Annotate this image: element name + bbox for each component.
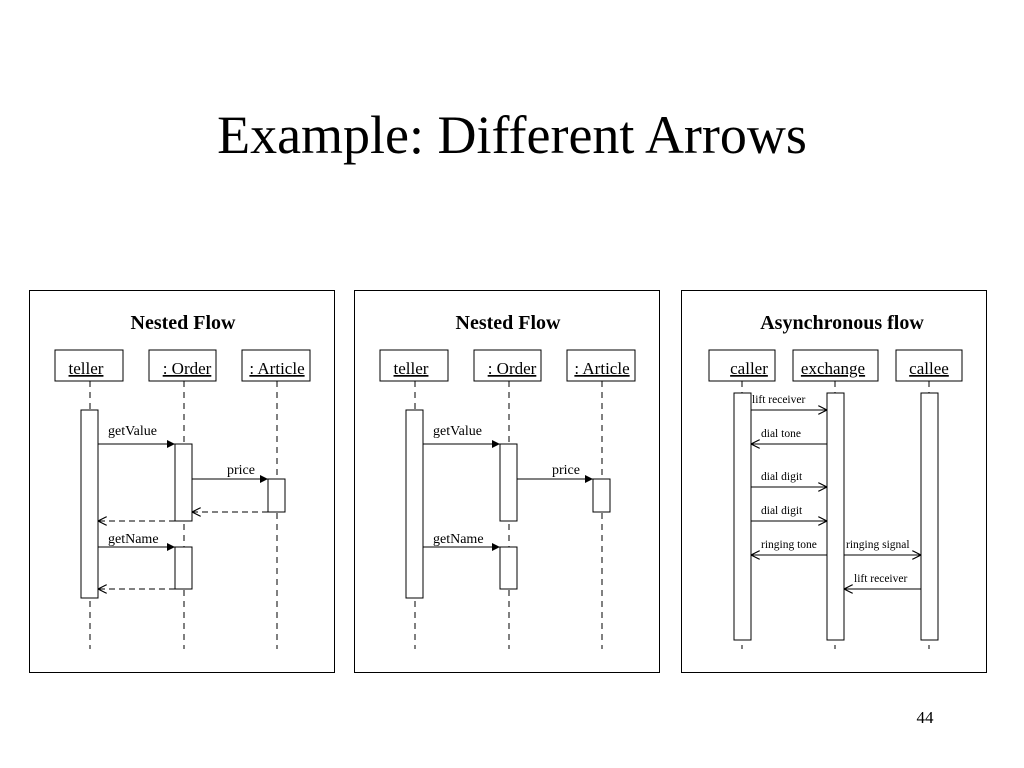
panel-title: Nested Flow xyxy=(131,312,237,334)
message-label-getname: getName xyxy=(108,532,159,547)
message-label-dial-digit: dial digit xyxy=(761,471,803,483)
diagram-panel-nested-flow-returns: Nested Flow teller : Order : Article get… xyxy=(29,290,335,673)
panel-title: Asynchronous flow xyxy=(760,312,924,334)
activation-order xyxy=(174,443,193,522)
object-box-teller xyxy=(379,349,449,382)
activation-article xyxy=(267,478,286,513)
message-label-ringing-tone: ringing tone xyxy=(761,539,817,551)
panel-title: Nested Flow xyxy=(456,312,562,334)
diagram-panel-nested-flow: Nested Flow teller : Order : Article get… xyxy=(354,290,660,673)
message-label-price: price xyxy=(227,463,255,478)
activation-order-2 xyxy=(499,546,518,590)
object-box-exchange xyxy=(792,349,879,382)
activation-caller xyxy=(733,392,752,641)
object-label-callee: callee xyxy=(909,359,949,378)
message-label-getvalue: getValue xyxy=(108,424,157,439)
diagram-panel-asynchronous-flow: Asynchronous flow caller exchange callee… xyxy=(681,290,987,673)
object-label-order: : Order xyxy=(488,359,537,378)
object-label-order: : Order xyxy=(163,359,212,378)
activation-callee xyxy=(920,392,939,641)
object-label-exchange: exchange xyxy=(801,359,865,378)
message-label-lift-receiver-2: lift receiver xyxy=(854,573,907,585)
object-label-teller: teller xyxy=(69,359,104,378)
object-box-teller xyxy=(54,349,124,382)
activation-teller xyxy=(405,409,424,599)
object-box-caller xyxy=(708,349,776,382)
message-label-lift-receiver: lift receiver xyxy=(752,394,805,406)
message-label-dial-digit-2: dial digit xyxy=(761,505,803,517)
object-label-article: : Article xyxy=(249,359,304,378)
message-label-dial-tone: dial tone xyxy=(761,428,801,440)
object-box-callee xyxy=(895,349,963,382)
object-label-article: : Article xyxy=(574,359,629,378)
object-label-teller: teller xyxy=(394,359,429,378)
slide-title: Example: Different Arrows xyxy=(217,105,807,165)
object-box-article xyxy=(241,349,311,382)
sequence-diagram: Nested Flow teller : Order : Article get… xyxy=(54,312,311,649)
page-number: 44 xyxy=(916,708,934,727)
message-label-getname: getName xyxy=(433,532,484,547)
object-label-caller: caller xyxy=(730,359,768,378)
sequence-diagram: Nested Flow teller : Order : Article get… xyxy=(379,312,636,649)
activation-teller xyxy=(80,409,99,599)
message-label-getvalue: getValue xyxy=(433,424,482,439)
object-box-order xyxy=(473,349,542,382)
activation-article xyxy=(592,478,611,513)
message-label-price: price xyxy=(552,463,580,478)
message-label-ringing-signal: ringing signal xyxy=(846,539,910,551)
activation-exchange xyxy=(826,392,845,641)
object-box-order xyxy=(148,349,217,382)
sequence-diagram: Asynchronous flow caller exchange callee… xyxy=(708,312,963,649)
activation-order-2 xyxy=(174,546,193,590)
activation-order xyxy=(499,443,518,522)
object-box-article xyxy=(566,349,636,382)
